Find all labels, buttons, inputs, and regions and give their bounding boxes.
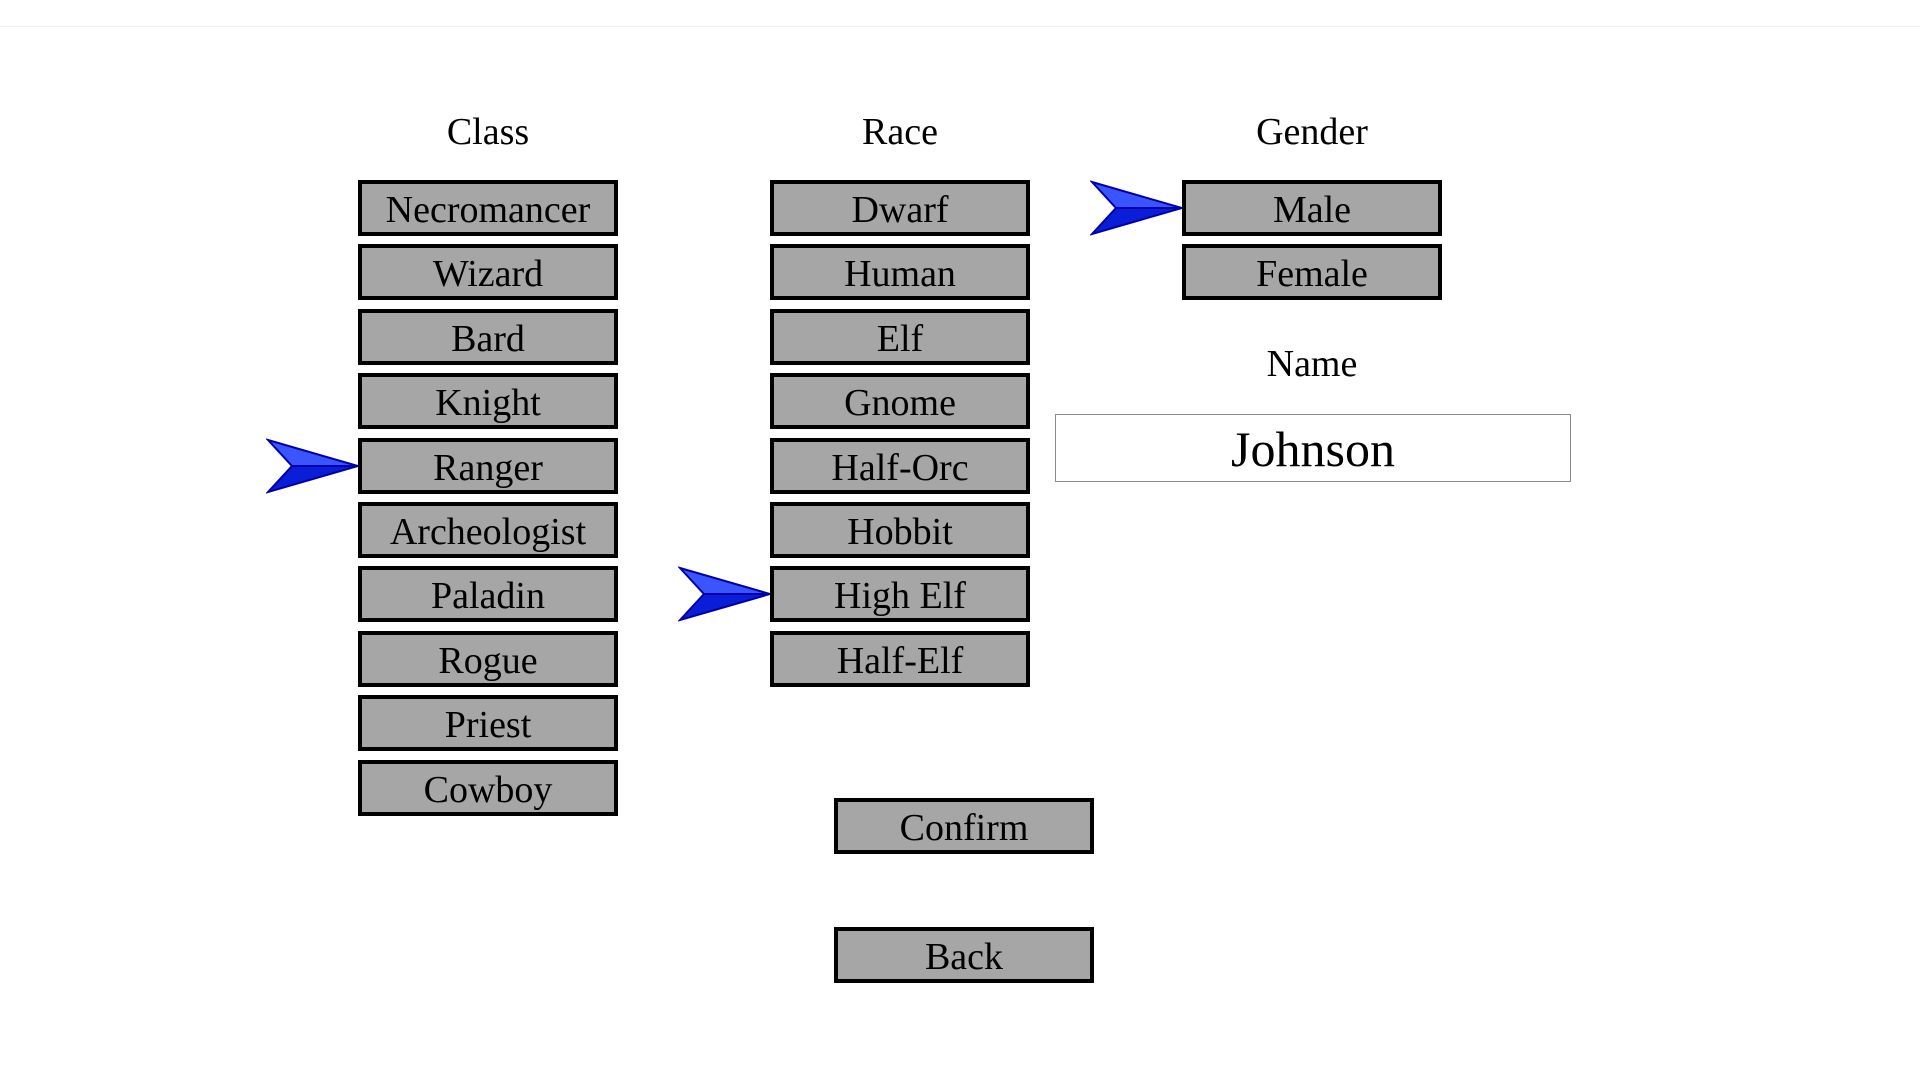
action-buttons: Confirm Back (834, 798, 1094, 984)
race-option-half-orc[interactable]: Half-Orc (770, 438, 1030, 494)
class-option-knight[interactable]: Knight (358, 373, 618, 429)
confirm-button[interactable]: Confirm (834, 798, 1094, 854)
gender-list: Male Female (1182, 180, 1442, 310)
class-option-rogue[interactable]: Rogue (358, 631, 618, 687)
class-option-cowboy[interactable]: Cowboy (358, 760, 618, 816)
race-heading: Race (862, 111, 938, 153)
class-option-ranger[interactable]: Ranger (358, 438, 618, 494)
race-option-high-elf[interactable]: High Elf (770, 566, 1030, 622)
class-option-archeologist[interactable]: Archeologist (358, 502, 618, 558)
blue-arrowhead-icon (266, 438, 358, 494)
blue-arrowhead-icon (678, 566, 770, 622)
class-option-wizard[interactable]: Wizard (358, 244, 618, 300)
race-option-gnome[interactable]: Gnome (770, 373, 1030, 429)
top-divider (0, 26, 1920, 27)
race-option-hobbit[interactable]: Hobbit (770, 502, 1030, 558)
race-option-dwarf[interactable]: Dwarf (770, 180, 1030, 236)
class-heading: Class (446, 111, 530, 153)
name-field[interactable]: Johnson (1055, 414, 1571, 482)
class-list: Necromancer Wizard Bard Knight Ranger Ar… (358, 180, 618, 820)
gender-option-male[interactable]: Male (1182, 180, 1442, 236)
name-heading: Name (1266, 343, 1358, 385)
class-option-priest[interactable]: Priest (358, 695, 618, 751)
gender-option-female[interactable]: Female (1182, 244, 1442, 300)
class-option-necromancer[interactable]: Necromancer (358, 180, 618, 236)
race-list: Dwarf Human Elf Gnome Half-Orc Hobbit Hi… (770, 180, 1030, 690)
race-option-human[interactable]: Human (770, 244, 1030, 300)
gender-heading: Gender (1256, 111, 1368, 153)
race-option-elf[interactable]: Elf (770, 309, 1030, 365)
class-option-paladin[interactable]: Paladin (358, 566, 618, 622)
class-option-bard[interactable]: Bard (358, 309, 618, 365)
back-button[interactable]: Back (834, 927, 1094, 983)
race-option-half-elf[interactable]: Half-Elf (770, 631, 1030, 687)
blue-arrowhead-icon (1090, 180, 1182, 236)
